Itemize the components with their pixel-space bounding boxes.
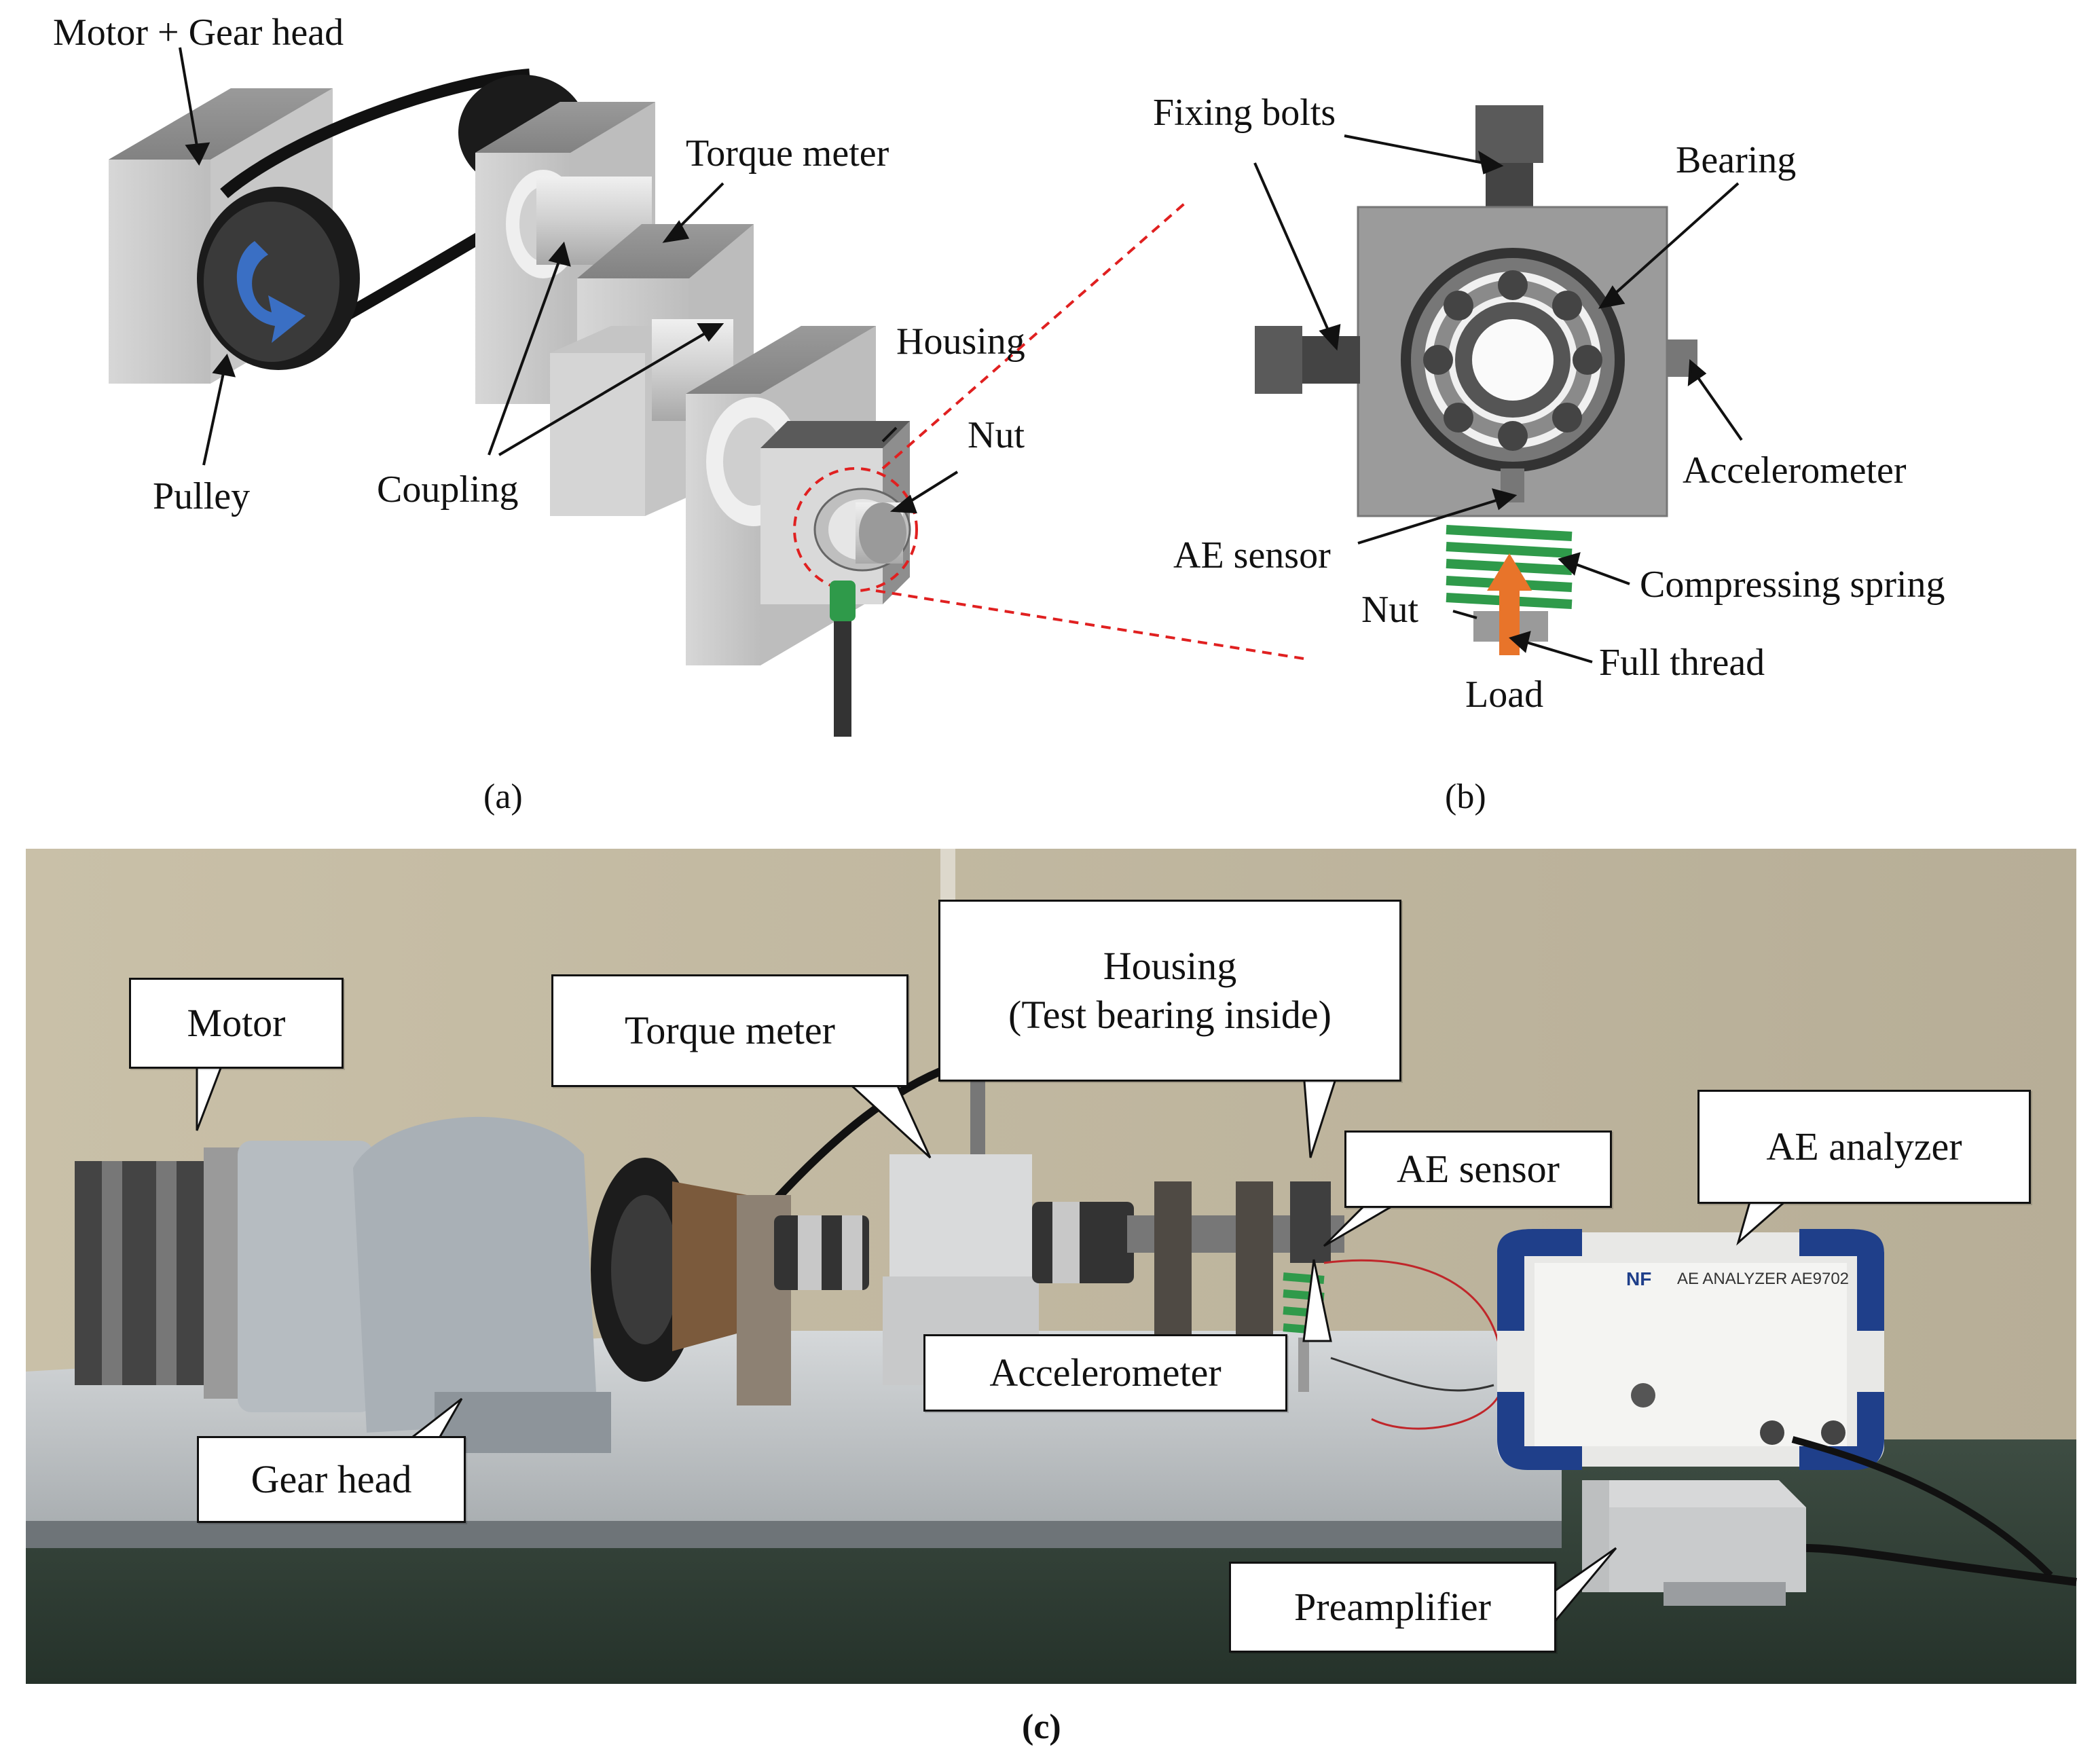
label-compressing-spring: Compressing spring [1640, 564, 1945, 606]
label-coupling: Coupling [377, 468, 519, 511]
callout-motor-text: Motor [187, 1000, 286, 1045]
callout-accelerometer: Accelerometer [923, 1334, 1287, 1412]
label-full-thread: Full thread [1599, 642, 1765, 684]
rotation-arrow-icon [236, 241, 306, 343]
analyzer-brand: NF [1626, 1268, 1652, 1289]
caption-a: (a) [483, 777, 523, 816]
torque-meter-photo [889, 1154, 1032, 1276]
callout-ae-sensor-text: AE sensor [1396, 1146, 1560, 1191]
dashed-link-bottom [875, 589, 1304, 660]
callout-gear-head: Gear head [197, 1436, 466, 1523]
ae-analyzer-device [1497, 1229, 1884, 1470]
callout-housing-line1: Housing [1103, 943, 1237, 988]
pulley [197, 187, 360, 370]
callout-preamplifier-text: Preamplifier [1294, 1584, 1491, 1629]
callout-ae-analyzer: AE analyzer [1697, 1090, 2031, 1204]
label-load: Load [1465, 674, 1544, 716]
callout-torque-meter: Torque meter [551, 974, 908, 1087]
callout-accelerometer-text: Accelerometer [989, 1350, 1222, 1395]
callout-ae-sensor: AE sensor [1344, 1131, 1612, 1208]
callout-torque-meter-text: Torque meter [625, 1008, 835, 1052]
callout-motor: Motor [129, 978, 344, 1069]
gear-head-unit [238, 1116, 611, 1453]
panel-a-leaders [179, 47, 959, 514]
label-bearing: Bearing [1676, 139, 1797, 181]
label-housing-a: Housing [896, 320, 1025, 363]
label-nut-b: Nut [1361, 589, 1418, 631]
stepper-motor [75, 1147, 244, 1399]
callout-gear-head-text: Gear head [251, 1456, 412, 1501]
top-fixing-bolt [1475, 105, 1543, 210]
callout-ae-analyzer-text: AE analyzer [1766, 1124, 1962, 1169]
caption-b: (b) [1445, 777, 1486, 816]
load-rod [834, 618, 851, 737]
label-fixing-bolts: Fixing bolts [1153, 92, 1336, 134]
callout-preamplifier: Preamplifier [1229, 1562, 1556, 1653]
dashed-link-top [881, 199, 1190, 470]
callout-housing-line2: (Test bearing inside) [1008, 993, 1331, 1037]
housing-photo [1290, 1181, 1331, 1263]
caption-c: (c) [1022, 1708, 1061, 1746]
panel-b-leaders [1253, 134, 1743, 663]
label-accelerometer-b: Accelerometer [1683, 449, 1907, 492]
detail-circle [793, 467, 918, 592]
label-nut-a: Nut [968, 414, 1025, 456]
green-spring-small [830, 581, 856, 621]
label-pulley: Pulley [153, 475, 251, 517]
analyzer-model: AE ANALYZER AE9702 [1677, 1270, 1850, 1288]
bearing [1401, 248, 1625, 472]
nut-shaft [813, 488, 911, 572]
label-torque-meter: Torque meter [686, 132, 889, 174]
label-ae-sensor-b: AE sensor [1173, 534, 1331, 576]
callout-housing: Housing (Test bearing inside) [938, 900, 1401, 1082]
label-motor-gear-head: Motor + Gear head [53, 12, 344, 54]
preamplifier-device [1582, 1480, 2077, 1606]
